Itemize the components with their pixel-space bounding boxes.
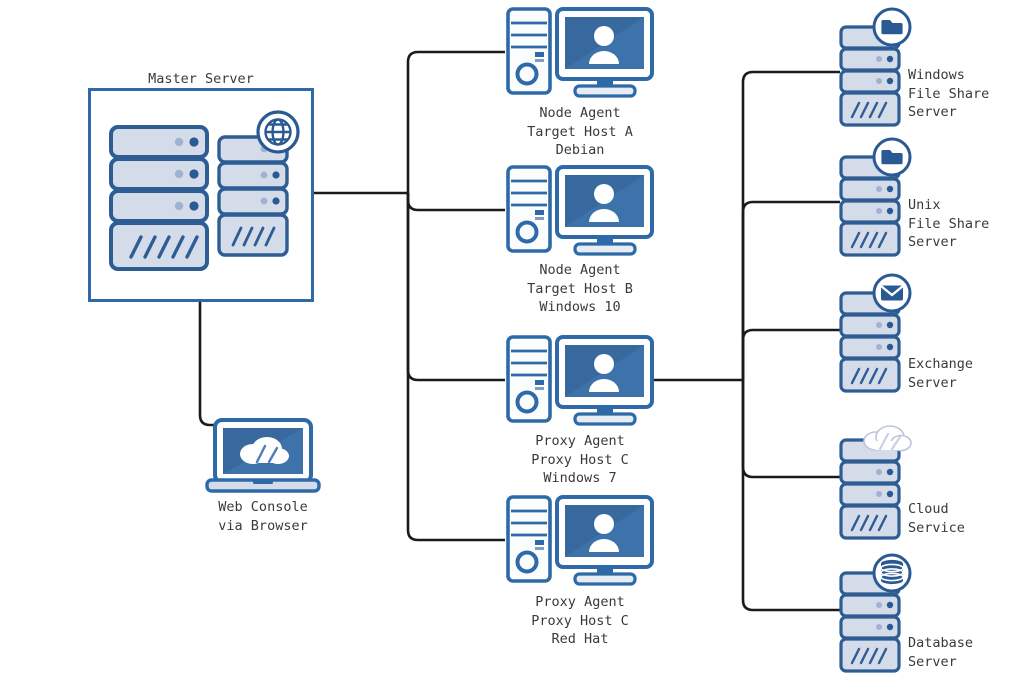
agent-a-label: Node Agent Target Host A Debian (527, 105, 633, 158)
database-icon (872, 553, 912, 593)
agent-d-label: Proxy Agent Proxy Host C Red Hat (531, 594, 629, 647)
target-windows-file-share-label: Windows File Share Server (908, 67, 990, 120)
link-branch-target-2 (741, 200, 840, 380)
link-branch-agent-a (406, 50, 505, 193)
link-branch-target-4 (741, 380, 840, 479)
workstation-agent-d[interactable] (505, 494, 655, 587)
target-database-label: Database Server (908, 635, 974, 670)
master-server-title: Master Server (148, 71, 254, 87)
target-unix-file-share[interactable] (838, 137, 914, 258)
agent-b-label: Node Agent Target Host B Windows 10 (527, 262, 633, 315)
agent-c-label: Proxy Agent Proxy Host C Windows 7 (531, 433, 629, 486)
link-branch-target-1 (741, 70, 840, 380)
link-branch-agent-b (406, 193, 505, 212)
laptop-cloud-icon[interactable] (205, 418, 321, 494)
link-branch-target-3 (741, 328, 840, 380)
master-server-group (88, 88, 314, 302)
server-stack-large[interactable] (107, 124, 211, 272)
target-exchange[interactable] (838, 273, 914, 394)
workstation-agent-a[interactable] (505, 6, 655, 99)
globe-icon (256, 110, 300, 154)
link-branch-agent-d (406, 193, 505, 542)
target-exchange-label: Exchange Server (908, 356, 974, 391)
target-cloud-label: Cloud Service (908, 501, 965, 536)
target-cloud[interactable] (838, 425, 924, 541)
target-windows-file-share[interactable] (838, 7, 914, 128)
target-database[interactable] (838, 553, 914, 674)
folder-icon (872, 7, 912, 47)
envelope-icon (872, 273, 912, 313)
server-stack-small[interactable] (216, 110, 308, 264)
cloud-icon (863, 425, 912, 452)
workstation-agent-b[interactable] (505, 164, 655, 257)
workstation-agent-c[interactable] (505, 334, 655, 427)
target-unix-file-share-label: Unix File Share Server (908, 197, 990, 250)
web-console-label: Web Console via Browser (218, 499, 308, 534)
link-branch-target-5 (741, 380, 840, 612)
folder-icon (872, 137, 912, 177)
link-master-to-console (198, 300, 263, 427)
